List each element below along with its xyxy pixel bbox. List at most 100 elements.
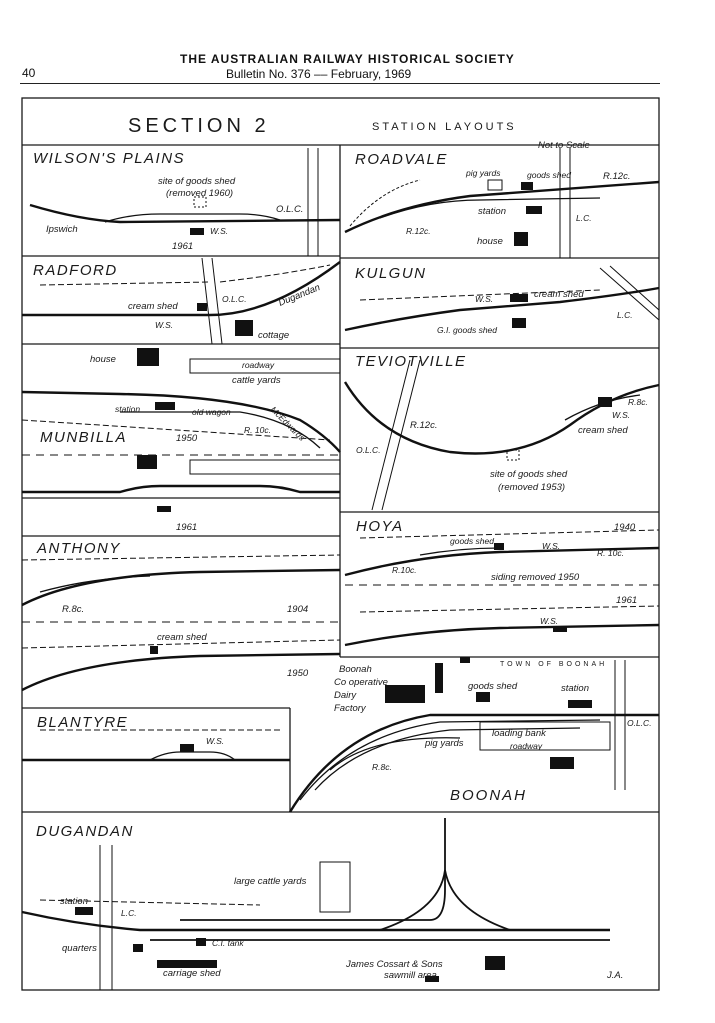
hoya-ws2-label: W.S. bbox=[540, 616, 558, 626]
anthony-cream-shed-label: cream shed bbox=[157, 632, 207, 643]
panel-name-blantyre: BLANTYRE bbox=[37, 714, 128, 731]
munbilla-year-1950: 1950 bbox=[176, 433, 198, 444]
boonah-station-label: station bbox=[561, 683, 589, 694]
munbilla-r10-label: R. 10c. bbox=[244, 425, 271, 435]
kulgun-ws-label: W.S. bbox=[475, 294, 493, 304]
page-number: 40 bbox=[22, 66, 36, 80]
header-rule bbox=[20, 83, 660, 84]
panel-name-anthony: ANTHONY bbox=[36, 540, 121, 557]
roadvale-goods-shed-label: goods shed bbox=[527, 170, 571, 180]
boonah-dairy-line4: Factory bbox=[334, 703, 367, 714]
roadvale-r12a-label: R.12c. bbox=[603, 171, 630, 182]
teviotville-ws-label: W.S. bbox=[612, 410, 630, 420]
munbilla-tracks bbox=[21, 358, 341, 494]
roadvale-pig-yards-label: pig yards bbox=[465, 168, 501, 178]
author-initials: J.A. bbox=[606, 970, 623, 981]
munbilla-roadway-label: roadway bbox=[242, 360, 275, 370]
radford-cottage-label: cottage bbox=[258, 330, 289, 341]
boonah-dairy-line2: Co operative bbox=[334, 677, 388, 688]
teviotville-removed-label: (removed 1953) bbox=[498, 482, 565, 493]
anthony-tracks bbox=[21, 554, 341, 692]
boonah-pig-yards-label: pig yards bbox=[424, 738, 464, 749]
panel-name-wilsons-plains: WILSON'S PLAINS bbox=[33, 150, 185, 167]
munbilla-house-label: house bbox=[90, 354, 116, 365]
wilsons-goods-shed-label: site of goods shed bbox=[158, 176, 236, 187]
anthony-year-1950: 1950 bbox=[287, 668, 309, 679]
boonah-goods-shed-label: goods shed bbox=[468, 681, 518, 692]
panel-name-boonah: BOONAH bbox=[450, 787, 527, 804]
hoya-tracks bbox=[344, 529, 660, 647]
radford-tracks bbox=[22, 257, 341, 345]
dugandan-station-label: station bbox=[60, 896, 88, 907]
society-name: THE AUSTRALIAN RAILWAY HISTORICAL SOCIET… bbox=[180, 52, 515, 66]
boonah-dairy-line3: Dairy bbox=[334, 690, 357, 701]
hoya-r10a-label: R. 10c. bbox=[597, 548, 624, 558]
munbilla-cattle-yards-label: cattle yards bbox=[232, 375, 281, 386]
dugandan-ci-tank-label: C.I. tank bbox=[212, 938, 244, 948]
roadvale-lc-label: L.C. bbox=[576, 213, 592, 223]
wilsons-ipswich-label: Ipswich bbox=[46, 224, 78, 235]
boonah-r8-label: R.8c. bbox=[372, 762, 392, 772]
scale-note: Not to Scale bbox=[538, 140, 590, 151]
hoya-year-1940: 1940 bbox=[614, 522, 636, 533]
dugandan-sawmill-label: sawmill area bbox=[384, 970, 437, 981]
roadvale-station-label: station bbox=[478, 206, 506, 217]
bulletin-line: Bulletin No. 376 –– February, 1969 bbox=[226, 67, 412, 81]
wilsons-removed-label: (removed 1960) bbox=[166, 188, 233, 199]
wilsons-year-label: 1961 bbox=[172, 241, 193, 252]
panel-name-dugandan: DUGANDAN bbox=[36, 823, 134, 840]
kulgun-lc-label: L.C. bbox=[617, 310, 633, 320]
panel-name-munbilla: MUNBILLA bbox=[40, 429, 127, 446]
wilsons-shed-site-icon bbox=[193, 196, 207, 208]
panel-name-teviotville: TEVIOTVILLE bbox=[355, 353, 467, 370]
radford-cream-shed-label: cream shed bbox=[128, 301, 178, 312]
dugandan-tracks bbox=[21, 818, 610, 990]
boonah-tracks bbox=[288, 660, 659, 813]
teviotville-cream-shed-label: cream shed bbox=[578, 425, 628, 436]
teviotville-r8-label: R.8c. bbox=[628, 397, 648, 407]
boonah-town-label: TOWN OF BOONAH bbox=[500, 661, 607, 668]
panel-name-kulgun: KULGUN bbox=[355, 265, 427, 282]
boonah-olc-label: O.L.C. bbox=[627, 718, 652, 728]
dugandan-quarters-label: quarters bbox=[62, 943, 97, 954]
blantyre-ws-label: W.S. bbox=[206, 736, 224, 746]
panel-name-hoya: HOYA bbox=[356, 518, 404, 535]
boonah-roadway-label: roadway bbox=[510, 741, 543, 751]
roadvale-tracks bbox=[344, 148, 660, 258]
hoya-ws-label: W.S. bbox=[542, 541, 560, 551]
dugandan-lc-label: L.C. bbox=[121, 908, 137, 918]
hoya-year-1961: 1961 bbox=[616, 595, 637, 606]
wilsons-olc-label: O.L.C. bbox=[276, 204, 303, 215]
anthony-year-1904: 1904 bbox=[287, 604, 308, 615]
munbilla-year-1961: 1961 bbox=[176, 522, 197, 533]
section-title: SECTION 2 bbox=[128, 115, 270, 137]
section-subtitle: STATION LAYOUTS bbox=[372, 121, 517, 133]
kulgun-cream-shed-label: cream shed bbox=[534, 289, 584, 300]
wilsons-ws-label: W.S. bbox=[210, 226, 228, 236]
teviotville-goods-shed-label: site of goods shed bbox=[490, 469, 568, 480]
munbilla-station-label: station bbox=[115, 404, 140, 414]
panel-name-roadvale: ROADVALE bbox=[355, 151, 448, 168]
roadvale-r12b-label: R.12c. bbox=[406, 226, 431, 236]
wilsons-ws-icon bbox=[190, 228, 204, 235]
kulgun-goods-shed-label: G.I. goods shed bbox=[437, 325, 497, 335]
blantyre-tracks bbox=[22, 729, 290, 762]
kulgun-tracks bbox=[344, 265, 660, 332]
radford-olc-label: O.L.C. bbox=[222, 294, 247, 304]
outer-frame bbox=[21, 97, 660, 991]
radford-dugandan-label: Dugandan bbox=[277, 282, 322, 309]
teviotville-olc-label: O.L.C. bbox=[356, 445, 381, 455]
hoya-siding-removed-label: siding removed 1950 bbox=[491, 572, 580, 583]
anthony-r8-label: R.8c. bbox=[62, 604, 84, 615]
teviotville-r12-label: R.12c. bbox=[410, 420, 437, 431]
hoya-goods-shed-label: goods shed bbox=[450, 536, 494, 546]
hoya-r10b-label: R.10c. bbox=[392, 565, 417, 575]
dugandan-carriage-shed-label: carriage shed bbox=[163, 968, 221, 979]
panel-name-radford: RADFORD bbox=[33, 262, 118, 279]
boonah-dairy-line1: Boonah bbox=[339, 664, 372, 675]
dugandan-cattle-yards-label: large cattle yards bbox=[234, 876, 307, 887]
dugandan-cossart-label: James Cossart & Sons bbox=[345, 959, 443, 970]
boonah-loading-bank-label: loading bank bbox=[492, 728, 547, 739]
radford-ws-label: W.S. bbox=[155, 320, 173, 330]
